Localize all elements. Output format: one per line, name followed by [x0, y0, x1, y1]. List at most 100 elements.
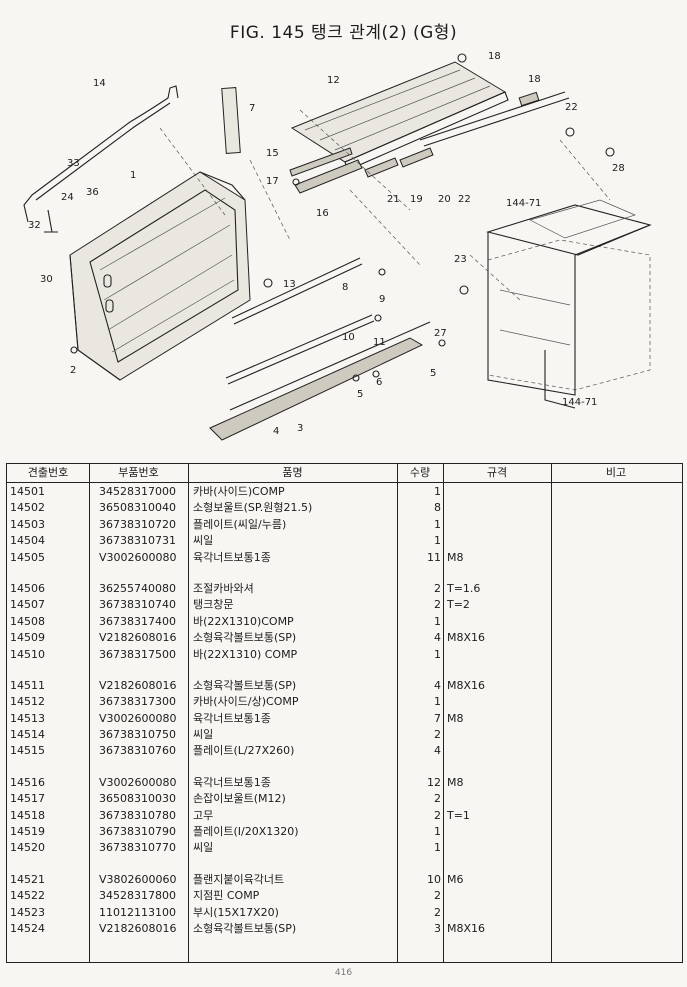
- part-name-cell: 탱크창문: [193, 598, 234, 612]
- part-number-cell: 11012113100: [99, 905, 176, 919]
- callout-label: 23: [454, 254, 467, 265]
- callout-label: 22: [458, 194, 471, 205]
- spec-cell: T=1.6: [447, 581, 481, 595]
- spec-cell: M8: [447, 711, 464, 725]
- quantity-cell: 7: [434, 711, 441, 725]
- part-number-cell: 34528317800: [99, 889, 176, 903]
- item-number-cell: 14522: [10, 889, 45, 903]
- callout-label: 18: [528, 74, 541, 85]
- quantity-cell: 12: [427, 775, 441, 789]
- column-divider: [188, 464, 189, 962]
- header-remarks: 비고: [605, 466, 627, 479]
- spec-cell: M8: [447, 775, 464, 789]
- exploded-parts-diagram: 14 1 2 3 4 5 5 6 7 8 9 10 11 12 13 15 16…: [23, 51, 652, 441]
- item-number-cell: 14504: [10, 534, 45, 548]
- callout-label: 144-71: [562, 397, 597, 408]
- column-divider: [443, 464, 444, 962]
- quantity-cell: 1: [434, 534, 441, 548]
- part-number-cell: V3002600080: [99, 711, 177, 725]
- spec-cell: T=1: [447, 808, 470, 822]
- part-name-cell: 조절카바와셔: [193, 581, 254, 595]
- part-name-cell: 바(22X1310) COMP: [193, 647, 298, 661]
- callout-label: 30: [40, 274, 53, 285]
- item-number-cell: 14513: [10, 711, 45, 725]
- callout-label: 4: [273, 426, 279, 437]
- spec-cell: M6: [447, 872, 464, 886]
- callout-label: 24: [61, 192, 74, 203]
- tank-enclosure-part: [485, 199, 652, 409]
- part-number-cell: 36738310740: [99, 598, 176, 612]
- part-name-cell: 플레이트(I/20X1320): [193, 825, 299, 839]
- callout-label: 16: [316, 208, 329, 219]
- part-name-cell: 소형육각볼트보통(SP): [193, 921, 297, 935]
- page-number: 416: [334, 968, 353, 978]
- part-name-cell: 플레이트(씨일/누름): [193, 517, 287, 531]
- header-item-no: 견출번호: [27, 466, 69, 479]
- tank-window-part: [221, 87, 241, 154]
- callout-label: 22: [565, 102, 578, 113]
- table-header: 견출번호 부품번호 품명 수량 규격 비고: [7, 464, 682, 483]
- callout-label: 3: [297, 423, 303, 434]
- item-number-cell: 14505: [10, 550, 45, 564]
- callout-label: 144-71: [506, 198, 541, 209]
- callout-label: 17: [266, 176, 279, 187]
- item-number-cell: 14521: [10, 872, 45, 886]
- part-number-cell: 36255740080: [99, 581, 176, 595]
- quantity-cell: 8: [434, 501, 441, 515]
- item-number-cell: 14514: [10, 728, 45, 742]
- header-quantity: 수량: [409, 466, 431, 479]
- callout-label: 15: [266, 148, 279, 159]
- item-number-cell: 14519: [10, 825, 45, 839]
- callout-label: 11: [373, 337, 386, 348]
- part-number-cell: 36738310731: [99, 534, 176, 548]
- callout-label: 8: [342, 282, 348, 293]
- part-name-cell: 소형육각볼트보통(SP): [193, 678, 297, 692]
- quantity-cell: 4: [434, 631, 441, 645]
- quantity-cell: 4: [434, 744, 441, 758]
- part-number-cell: V3002600080: [99, 775, 177, 789]
- part-number-cell: 36738310760: [99, 744, 176, 758]
- quantity-cell: 11: [427, 550, 441, 564]
- quantity-cell: 1: [434, 485, 441, 498]
- part-number-cell: 36738317400: [99, 614, 176, 628]
- part-name-cell: 카바(사이드)COMP: [193, 485, 285, 498]
- table-row: 14523 11012113100 부시(15X17X20) 2: [7, 905, 682, 921]
- part-number-cell: V3002600080: [99, 550, 177, 564]
- quantity-cell: 2: [434, 889, 441, 903]
- part-number-cell: 36738310720: [99, 517, 176, 531]
- callout-label: 20: [438, 194, 451, 205]
- part-name-cell: 씨일: [193, 841, 214, 855]
- item-number-cell: 14511: [10, 678, 45, 692]
- header-part-name: 품명: [282, 466, 303, 479]
- part-number-cell: 36738310780: [99, 808, 176, 822]
- callout-label: 36: [86, 187, 99, 198]
- item-number-cell: 14508: [10, 614, 45, 628]
- part-number-cell: 36738317300: [99, 695, 176, 709]
- header-part-no: 부품번호: [118, 466, 159, 479]
- quantity-cell: 1: [434, 517, 441, 531]
- quantity-cell: 2: [434, 905, 441, 919]
- part-name-cell: 부시(15X17X20): [193, 905, 279, 919]
- callout-label: 1: [130, 170, 136, 181]
- callout-label: 21: [387, 194, 400, 205]
- quantity-cell: 10: [427, 872, 441, 886]
- quantity-cell: 1: [434, 647, 441, 661]
- item-number-cell: 14523: [10, 905, 45, 919]
- part-number-cell: 36738317500: [99, 647, 176, 661]
- part-number-cell: 36738310770: [99, 841, 176, 855]
- quantity-cell: 1: [434, 825, 441, 839]
